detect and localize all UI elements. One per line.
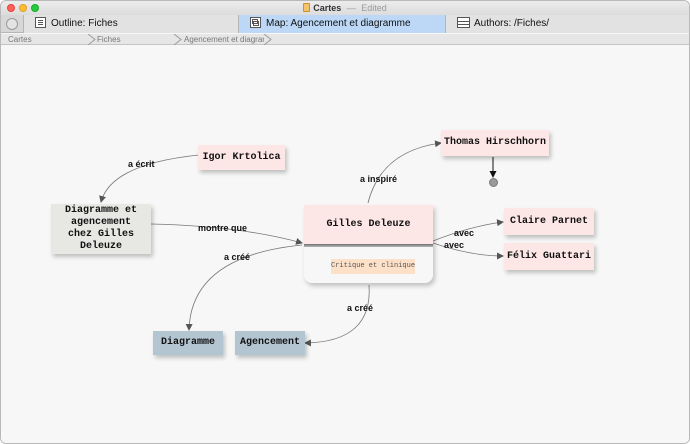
note-thomas-hirschhorn[interactable]: Thomas Hirschhorn — [441, 130, 549, 156]
zoom-window-button[interactable] — [31, 4, 39, 12]
map-links — [99, 140, 504, 347]
table-icon — [457, 17, 470, 28]
tab-authors-fiches[interactable]: Authors: /Fiches/ — [445, 15, 689, 33]
breadcrumb: Cartes Fiches Agencement et diagram... — [1, 34, 689, 45]
link-avec-felix[interactable] — [432, 242, 504, 260]
tab-overview-button[interactable] — [6, 18, 18, 30]
map-canvas[interactable]: Igor Krtolica Diagramme et agencement ch… — [1, 46, 689, 443]
note-diagramme[interactable]: Diagramme — [153, 331, 223, 355]
link-label-a-cree-diagramme[interactable]: a créé — [224, 252, 251, 262]
link-label-a-ecrit[interactable]: a écrit — [128, 159, 155, 169]
link-label-a-inspire[interactable]: a inspiré — [360, 174, 398, 184]
link-avec-claire[interactable] — [432, 219, 504, 242]
close-window-button[interactable] — [7, 4, 15, 12]
window-title-text: Cartes — [313, 3, 342, 13]
link-a-inspire[interactable] — [367, 140, 442, 204]
breadcrumb-item-cartes[interactable]: Cartes — [8, 35, 32, 44]
title-bar: Cartes — Edited — [1, 1, 689, 15]
link-label-a-cree-agencement[interactable]: a créé — [347, 303, 374, 313]
window-title-separator: — — [346, 3, 356, 13]
note-agencement[interactable]: Agencement — [235, 331, 305, 355]
link-label-avec-felix[interactable]: avec — [444, 240, 465, 250]
tab-outline-fiches[interactable]: Outline: Fiches — [23, 15, 238, 33]
note-claire-parnet[interactable]: Claire Parnet — [504, 208, 594, 235]
note-tag-critique-clinique[interactable]: Critique et clinique — [331, 259, 415, 274]
link-a-cree-agencement[interactable] — [304, 284, 370, 347]
minimize-window-button[interactable] — [19, 4, 27, 12]
link-endpoint-icon[interactable] — [489, 178, 498, 187]
breadcrumb-separator-icon — [87, 34, 97, 45]
link-label-avec-claire[interactable]: avec — [454, 228, 475, 238]
link-montre-que[interactable] — [150, 223, 303, 245]
note-felix-guattari[interactable]: Félix Guattari — [504, 243, 594, 270]
note-divider — [304, 244, 433, 247]
tab-label: Authors: /Fiches/ — [474, 18, 550, 29]
link-a-cree-diagramme[interactable] — [185, 244, 303, 331]
note-igor-krtolica[interactable]: Igor Krtolica — [198, 145, 285, 170]
link-a-ecrit[interactable] — [99, 154, 200, 203]
tab-bar: Outline: Fiches Map: Agencement et diagr… — [1, 15, 689, 33]
map-icon — [250, 17, 261, 28]
window-edit-status: Edited — [361, 3, 387, 13]
breadcrumb-item-agencement[interactable]: Agencement et diagram... — [184, 35, 264, 44]
outline-icon — [35, 17, 46, 28]
note-gilles-deleuze-title: Gilles Deleuze — [304, 205, 433, 244]
tab-label: Outline: Fiches — [51, 18, 118, 29]
tab-map-agencement[interactable]: Map: Agencement et diagramme — [238, 15, 445, 33]
note-gilles-deleuze[interactable]: Gilles Deleuze Critique et clinique — [304, 205, 433, 283]
breadcrumb-item-fiches[interactable]: Fiches — [97, 35, 121, 44]
breadcrumb-separator-icon — [173, 34, 183, 45]
tab-label: Map: Agencement et diagramme — [266, 18, 411, 29]
link-label-montre-que[interactable]: montre que — [198, 223, 248, 233]
breadcrumb-separator-icon — [263, 34, 273, 45]
window-title: Cartes — Edited — [1, 2, 689, 14]
document-icon — [303, 3, 311, 12]
note-diagramme-agencement[interactable]: Diagramme et agencement chez Gilles Dele… — [51, 204, 151, 254]
